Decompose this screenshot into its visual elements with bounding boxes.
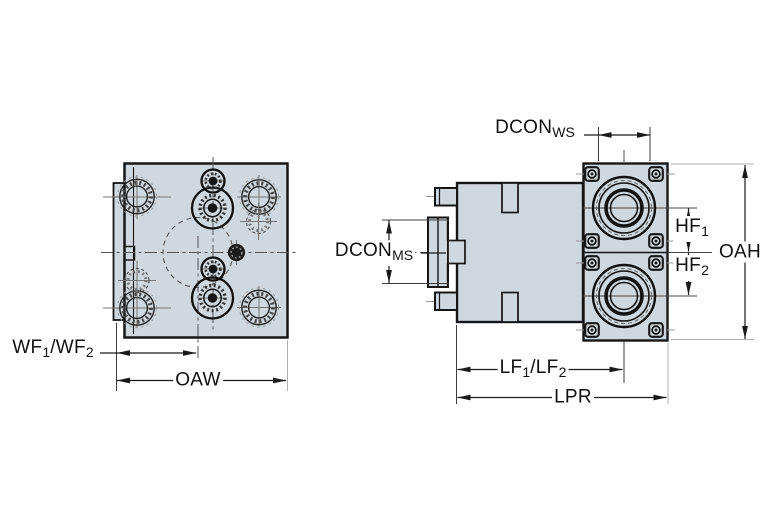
flange-edge-ticks [576, 173, 675, 331]
label-dcon-ws: DCONWS [493, 117, 577, 143]
tool-spindle-top [190, 168, 235, 230]
side-top-slot [501, 182, 519, 214]
dimension-dcon-ws [584, 127, 651, 161]
front-plate-notch [124, 245, 136, 261]
screw [648, 322, 664, 338]
side-protrusion-top [434, 187, 458, 207]
label-hf1: HF1 [673, 216, 711, 242]
screw [584, 322, 600, 338]
serrated-port-bottom-left [103, 287, 171, 329]
side-body [455, 181, 585, 324]
label-dcon-ms: DCONMS [332, 240, 416, 266]
label-wf: WF1/WF2 [10, 337, 96, 363]
screw [584, 255, 600, 271]
label-lpr: LPR [552, 386, 594, 408]
screw [584, 166, 600, 182]
front-view [101, 157, 297, 359]
screw [584, 233, 600, 249]
coupling-boss-top [591, 175, 657, 241]
side-protrusion-bottom [434, 291, 458, 311]
label-lf: LF1/LF2 [497, 357, 569, 383]
label-hf2: HF2 [673, 255, 711, 281]
serrated-port-phantom-left [118, 261, 156, 299]
coupling-boss-bottom [591, 263, 657, 329]
machine-side-coupling [427, 216, 466, 288]
dimension-wf [100, 323, 196, 391]
label-oah: OAH [716, 241, 764, 263]
front-center-lines [101, 157, 297, 359]
label-oaw: OAW [173, 369, 223, 391]
locking-plug [227, 240, 246, 265]
serrated-port-top-left [103, 175, 171, 219]
tool-spindle-bottom [190, 256, 235, 320]
serrated-port-bottom-right [237, 286, 281, 328]
screw [648, 255, 664, 271]
serrated-port-phantom-right [240, 203, 277, 240]
flange-screws [584, 166, 664, 338]
screw [648, 233, 664, 249]
side-view [398, 150, 712, 355]
side-bottom-slot [501, 291, 519, 323]
screw [648, 166, 664, 182]
